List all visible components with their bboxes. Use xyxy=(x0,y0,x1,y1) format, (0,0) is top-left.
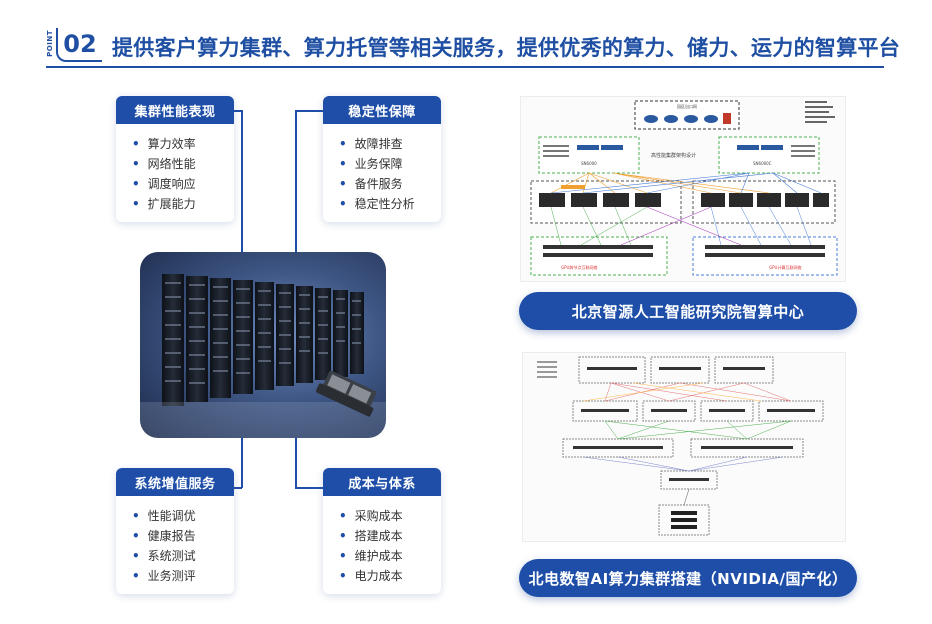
card-title: 系统增值服务 xyxy=(116,468,234,496)
connector-line xyxy=(234,487,242,489)
point-number: 02 xyxy=(56,28,102,62)
card-cluster-performance: 集群性能表现 算力效率 网络性能 调度响应 扩展能力 xyxy=(116,96,234,222)
diagram1-right-note: GPU计算互联网络 xyxy=(769,264,801,270)
connector-line xyxy=(295,438,297,488)
project-caption-1: 北京智源人工智能研究院智算中心 xyxy=(519,292,857,330)
list-item: 健康报告 xyxy=(132,526,234,546)
card-list: 采购成本 搭建成本 维护成本 电力成本 xyxy=(323,496,441,594)
list-item: 网络性能 xyxy=(132,154,234,174)
network-diagram-2 xyxy=(522,352,846,542)
card-list: 性能调优 健康报告 系统测试 业务测评 xyxy=(116,496,234,594)
card-stability: 稳定性保障 故障排查 业务保障 备件服务 稳定性分析 xyxy=(323,96,441,222)
connector-line xyxy=(241,110,243,252)
diagram1-right-switch: SN6000C xyxy=(753,161,772,166)
card-title: 成本与体系 xyxy=(323,468,441,496)
diagram1-center-label: 高性能集群架构设计 xyxy=(651,152,696,159)
card-cost-system: 成本与体系 采购成本 搭建成本 维护成本 电力成本 xyxy=(323,468,441,594)
list-item: 性能调优 xyxy=(132,506,234,526)
list-item: 业务保障 xyxy=(339,154,441,174)
diagram1-top-label: 园区出口网 xyxy=(677,103,697,109)
connector-line xyxy=(234,110,242,112)
connector-line xyxy=(295,487,323,489)
list-item: 搭建成本 xyxy=(339,526,441,546)
list-item: 维护成本 xyxy=(339,546,441,566)
card-title: 集群性能表现 xyxy=(116,96,234,124)
card-title: 稳定性保障 xyxy=(323,96,441,124)
connector-line xyxy=(295,110,323,112)
list-item: 稳定性分析 xyxy=(339,194,441,214)
list-item: 电力成本 xyxy=(339,566,441,586)
list-item: 故障排查 xyxy=(339,134,441,154)
diagram1-left-note: GPU跨节点互联网络 xyxy=(561,264,597,270)
list-item: 采购成本 xyxy=(339,506,441,526)
list-item: 业务测评 xyxy=(132,566,234,586)
page-title: 提供客户算力集群、算力托管等相关服务，提供优秀的算力、储力、运力的智算平台 xyxy=(112,36,901,60)
card-value-added: 系统增值服务 性能调优 健康报告 系统测试 业务测评 xyxy=(116,468,234,594)
card-list: 故障排查 业务保障 备件服务 稳定性分析 xyxy=(323,124,441,222)
list-item: 系统测试 xyxy=(132,546,234,566)
server-rack-image xyxy=(140,252,386,438)
card-list: 算力效率 网络性能 调度响应 扩展能力 xyxy=(116,124,234,222)
network-diagram-1: 园区出口网 高性能集群架构设计 SN6000 SN6000C GPU跨节点 xyxy=(520,96,846,282)
point-label: POINT xyxy=(46,30,54,57)
diagram1-left-switch: SN6000 xyxy=(581,161,597,166)
connector-line xyxy=(295,110,297,252)
list-item: 算力效率 xyxy=(132,134,234,154)
list-item: 扩展能力 xyxy=(132,194,234,214)
list-item: 备件服务 xyxy=(339,174,441,194)
project-caption-2: 北电数智AI算力集群搭建（NVIDIA/国产化） xyxy=(519,559,857,597)
list-item: 调度响应 xyxy=(132,174,234,194)
connector-line xyxy=(241,438,243,488)
header-divider xyxy=(46,66,884,68)
